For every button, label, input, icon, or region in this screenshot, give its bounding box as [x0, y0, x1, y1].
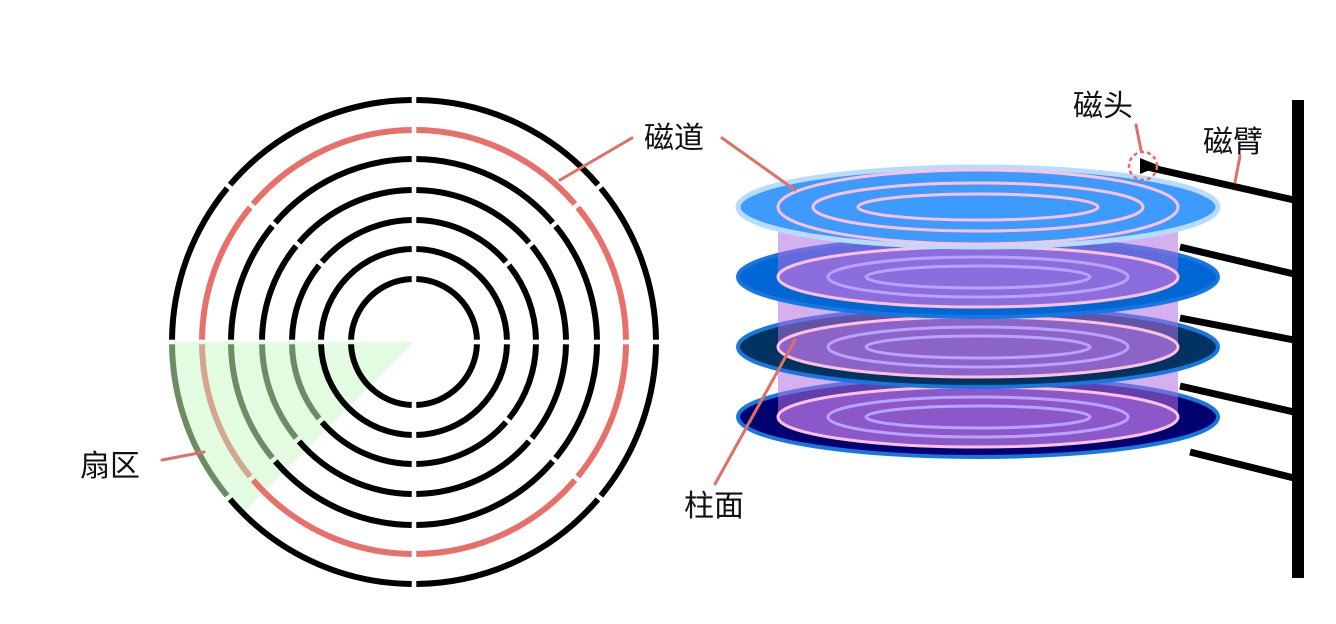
track-segment [250, 127, 412, 206]
track-segment [416, 344, 480, 408]
inner-track [826, 255, 1130, 299]
arms [1140, 158, 1295, 482]
track-segment [227, 97, 412, 187]
disk-track [199, 127, 629, 557]
disk-track [259, 187, 569, 497]
track-segment [416, 127, 578, 206]
track-segment [575, 344, 629, 479]
track-segment [296, 187, 412, 245]
track-segment [416, 497, 601, 587]
track-segment [416, 478, 578, 557]
track-segment [416, 187, 532, 245]
track-segment [259, 344, 299, 440]
arm-line [1179, 243, 1295, 278]
track-segment [575, 205, 629, 340]
track-segment [598, 344, 659, 498]
inner-track [864, 404, 1092, 430]
head-tip [1140, 158, 1160, 174]
track-segment [416, 217, 509, 264]
track-segment [318, 344, 412, 438]
disk-tracks [169, 97, 659, 587]
top-track [811, 181, 1145, 233]
track-segment [169, 186, 230, 340]
track-segment [259, 244, 299, 340]
track-segment [416, 420, 509, 467]
track-segment [319, 217, 412, 264]
track-segment [416, 97, 601, 187]
track-segment [273, 459, 412, 528]
inner-track [826, 395, 1130, 439]
track-segment [506, 263, 539, 340]
sector-leader [160, 450, 206, 462]
platter [735, 164, 1221, 250]
inner-track [826, 325, 1130, 369]
top-track [856, 192, 1100, 222]
track-segment [416, 344, 510, 438]
head-highlight-circle [1127, 150, 1159, 182]
track-segment [227, 497, 412, 587]
leader-lines [160, 123, 1242, 486]
arm-line [1142, 162, 1295, 204]
inner-track [864, 334, 1092, 360]
track-segment [199, 205, 253, 340]
track-segment [416, 439, 532, 497]
track-segment [529, 244, 569, 340]
disk-track [289, 217, 539, 467]
track-segment [289, 344, 322, 421]
disk-track [348, 276, 480, 408]
sector-label: 扇区 [80, 449, 140, 484]
track-segment [273, 156, 412, 225]
track-segment [553, 344, 600, 460]
track-segment [289, 263, 322, 340]
cylinder-ring [776, 168, 1180, 246]
track-leader-right [720, 136, 797, 192]
track-segment [319, 420, 412, 467]
track-segment [228, 224, 275, 340]
track-segment [348, 344, 412, 408]
arm-leader [1233, 154, 1242, 184]
track-segment [199, 344, 253, 479]
disk-track [169, 97, 659, 587]
sector-wedge [172, 342, 414, 513]
track-segment [228, 344, 275, 460]
track-segment [318, 246, 412, 340]
arm-label: 磁臂 [1203, 125, 1263, 160]
disk-top-view [169, 97, 659, 587]
track-segment [416, 246, 510, 340]
track-segment [598, 186, 659, 340]
disk-track [318, 246, 510, 438]
track-segment [553, 224, 600, 340]
platter-stack [735, 164, 1221, 459]
track-segment [416, 459, 555, 528]
cylinder-leader [713, 338, 797, 486]
track-label: 磁道 [644, 121, 704, 156]
track-segment [416, 156, 555, 225]
track-segment [529, 344, 569, 440]
track-segment [348, 276, 412, 340]
track-segment [416, 276, 480, 340]
arm-line [1179, 314, 1295, 344]
track-segment [169, 344, 230, 498]
cylinder-label: 柱面 [684, 489, 744, 524]
track-segment [296, 439, 412, 497]
track-segment [506, 344, 539, 421]
head-label: 磁头 [1073, 89, 1133, 124]
inner-track [864, 264, 1092, 290]
track-leader-left [558, 136, 634, 182]
arm-line [1189, 448, 1295, 482]
arm-pillar [1292, 100, 1304, 578]
head-leader [1134, 123, 1143, 152]
arm-line [1179, 382, 1295, 416]
disk-track [228, 156, 600, 528]
track-segment [250, 478, 412, 557]
